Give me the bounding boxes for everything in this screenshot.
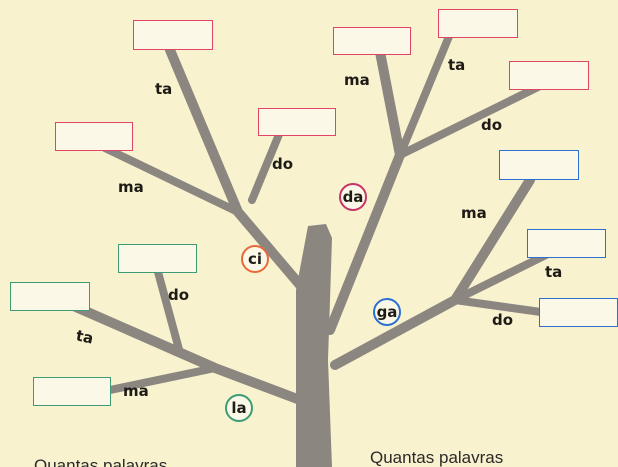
answer-box-ga-ma[interactable] <box>499 150 579 180</box>
root-syllable-ci: ci <box>241 245 269 273</box>
branch-la-ma <box>106 364 219 394</box>
answer-box-ci-ta[interactable] <box>133 20 213 50</box>
syllable-ci-do: do <box>272 155 294 173</box>
root-syllable-la: la <box>225 394 253 422</box>
answer-box-la-ta[interactable] <box>10 282 90 311</box>
answer-box-da-ta[interactable] <box>438 9 518 38</box>
syllable-la-ma: ma <box>123 382 149 400</box>
tree-trunk <box>296 224 332 467</box>
branch-la-do <box>154 268 184 357</box>
syllable-ci-ma: ma <box>118 178 144 196</box>
syllable-da-ta: ta <box>448 56 466 74</box>
branch-ci-do <box>248 128 284 204</box>
syllable-ga-do: do <box>492 311 514 329</box>
syllable-ci-ta: ta <box>155 80 173 98</box>
syllable-ga-ta: ta <box>545 263 563 281</box>
branch-ga-do <box>451 296 552 317</box>
answer-box-la-do[interactable] <box>118 244 197 273</box>
answer-box-ci-ma[interactable] <box>55 122 133 151</box>
answer-box-ga-ta[interactable] <box>527 229 606 258</box>
caption-right: Quantas palavras <box>370 448 504 467</box>
answer-box-ga-do[interactable] <box>539 298 618 327</box>
branch-da-ta <box>396 30 454 159</box>
branch-ci-ma <box>101 144 242 216</box>
caption-left: Quantas palavras <box>34 456 168 467</box>
syllable-da-ma: ma <box>344 71 370 89</box>
answer-box-ci-do[interactable] <box>258 108 336 136</box>
branch-ga-main <box>330 175 535 370</box>
answer-box-la-ma[interactable] <box>33 377 111 406</box>
syllable-ga-ma: ma <box>461 204 487 222</box>
syllable-da-do: do <box>481 116 503 134</box>
syllable-la-do: do <box>168 286 190 304</box>
branch-da-do <box>396 82 544 159</box>
root-syllable-ga: ga <box>373 298 401 326</box>
answer-box-da-ma[interactable] <box>333 27 411 55</box>
root-syllable-da: da <box>339 183 367 211</box>
syllable-la-ta: ta <box>74 326 96 348</box>
answer-box-da-do[interactable] <box>509 61 589 90</box>
